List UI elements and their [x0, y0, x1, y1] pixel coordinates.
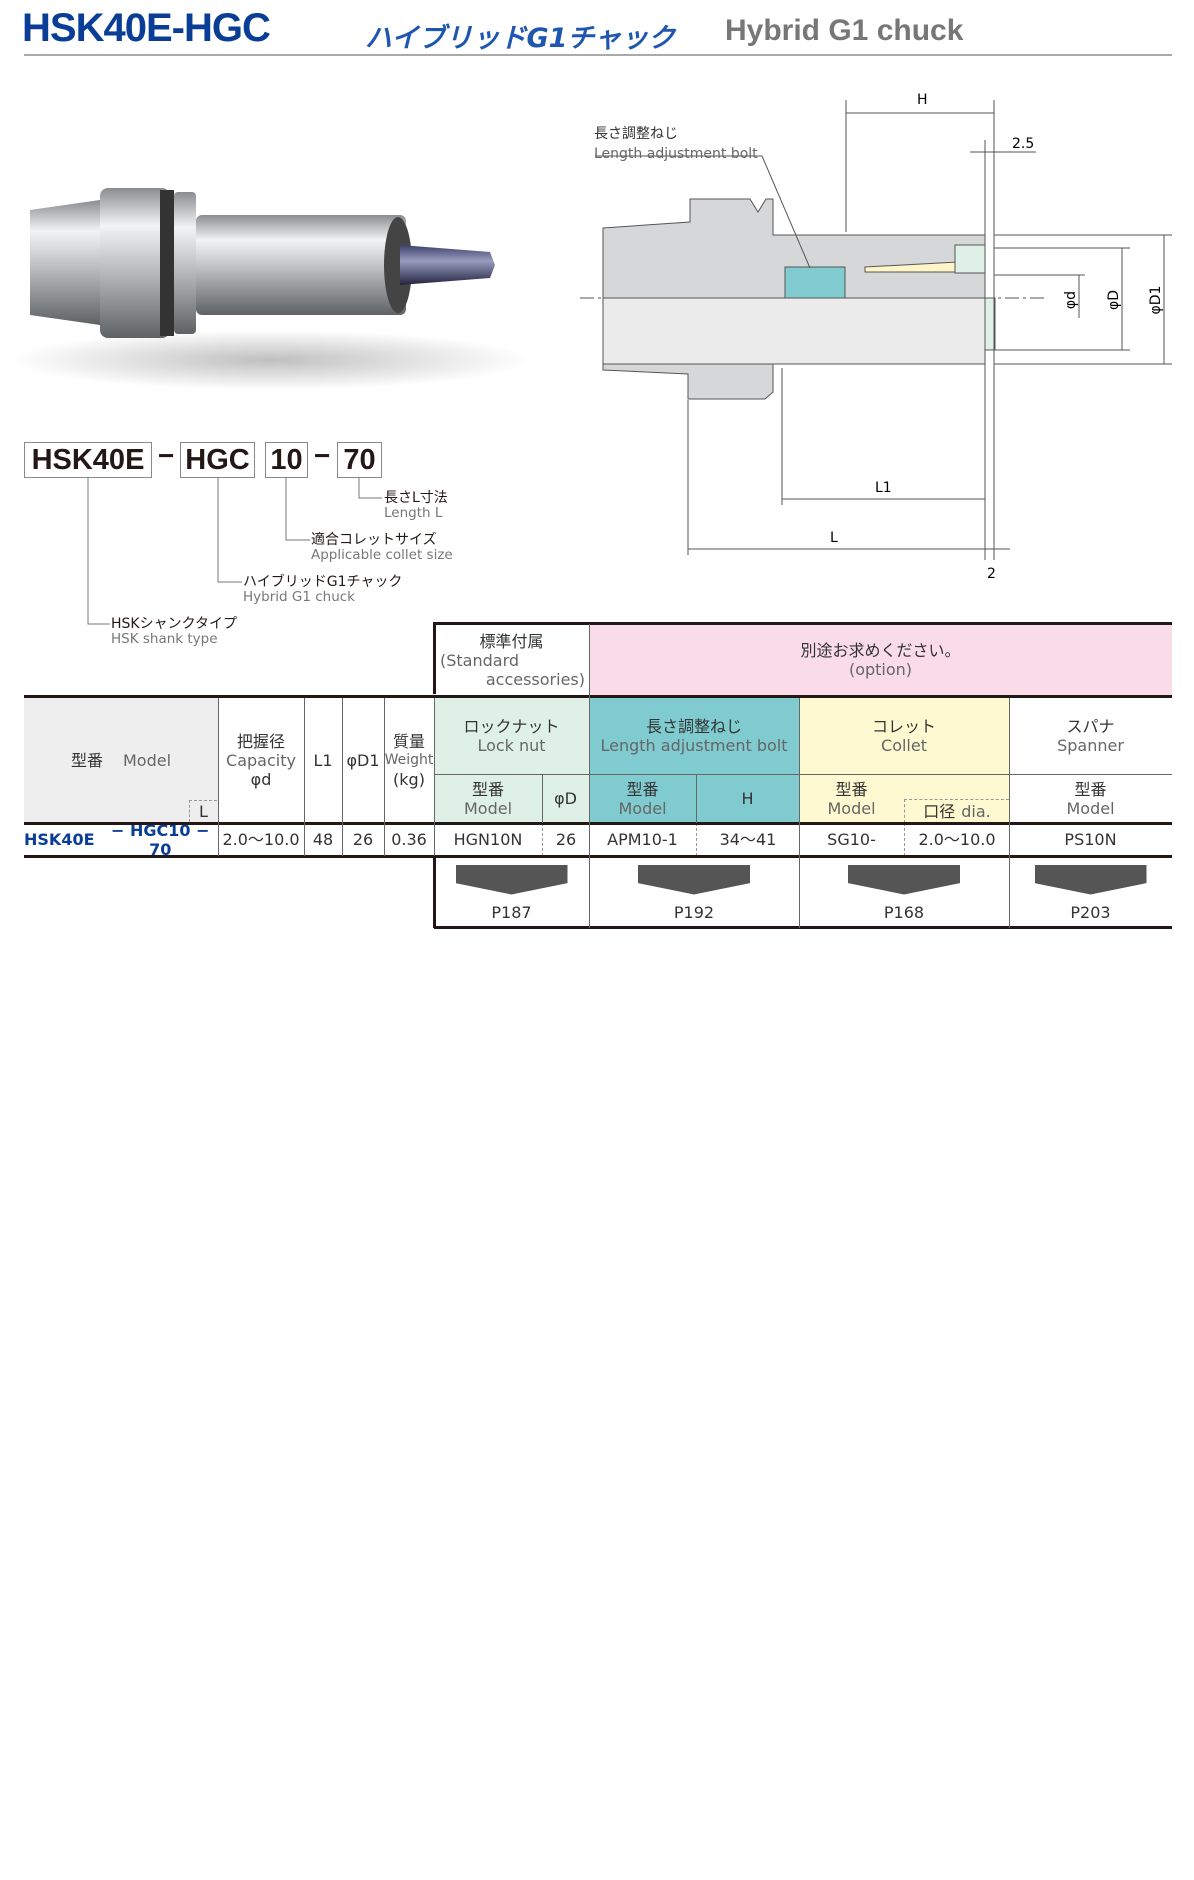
col-model-L: L: [189, 800, 217, 822]
dim-H: H: [917, 92, 928, 108]
dim-D1: φD1: [1148, 286, 1164, 315]
cell-collet-model: SG10-: [827, 830, 876, 849]
cell-bolt-model: APM10-1: [607, 830, 678, 849]
cell-nut-model: HGN10N: [453, 830, 523, 849]
cell-L1: 48: [312, 830, 334, 849]
code-leader-lines: [87, 478, 382, 625]
cell-spanner-model: PS10N: [1064, 830, 1117, 849]
page-title-en: Hybrid G1 chuck: [725, 14, 964, 47]
dim-2: 2: [987, 566, 996, 582]
std-accessories-header: 標準付属 (Standard accessories): [440, 631, 585, 689]
bolt-label-jp: 長さ調整ねじ: [594, 126, 678, 142]
cell-weight: 0.36: [391, 830, 427, 849]
code-sep: −: [158, 440, 175, 471]
col-D1: φD1: [346, 751, 380, 770]
bolt-H-header: H: [741, 789, 754, 808]
dim-L: L: [830, 530, 838, 546]
page-ref-locknut[interactable]: P187: [434, 858, 589, 928]
page-ref-spanner[interactable]: P203: [1009, 858, 1172, 928]
product-photo: [10, 188, 530, 390]
code-part-length: 70: [337, 442, 382, 478]
code-part-type: HGC: [180, 442, 255, 478]
locknut-D-header: φD: [554, 789, 577, 808]
cell-bolt-H: 34〜41: [696, 823, 799, 856]
page-title: HSK40E-HGC: [22, 6, 271, 50]
col-L1: L1: [313, 751, 333, 770]
page-title-jp: ハイブリッドG1チャック: [365, 23, 676, 54]
arrow-down-icon: [455, 864, 568, 895]
code-part-shank: HSK40E: [24, 442, 152, 478]
arrow-down-icon: [848, 864, 960, 895]
title-rule: [24, 54, 1172, 56]
dim-D: φD: [1106, 290, 1122, 310]
option-header: 別途お求めください。(option): [800, 641, 961, 679]
cell-collet-dia: 2.0〜10.0: [904, 823, 1009, 856]
arrow-down-icon: [1034, 864, 1147, 895]
code-sep: −: [314, 440, 331, 471]
dim-2-5: 2.5: [1012, 136, 1034, 152]
cross-section-diagram: H 2.5 L1 L 2 φd φD φD1 長さ調整ねじ Length adj…: [580, 92, 1172, 582]
cell-D1: 26: [352, 830, 374, 849]
arrow-down-icon: [638, 864, 750, 895]
cell-nut-D: 26: [542, 823, 589, 856]
cell-capacity: 2.0〜10.0: [222, 830, 300, 849]
table-row-model: HSK40E− HGC10 − 70: [24, 820, 210, 859]
dim-L1: L1: [875, 480, 892, 496]
page-ref-collet[interactable]: P168: [799, 858, 1009, 928]
page-ref-bolt[interactable]: P192: [589, 858, 799, 928]
dim-d: φd: [1063, 291, 1079, 309]
code-part-collet: 10: [265, 442, 308, 478]
bolt-label-en: Length adjustment bolt: [594, 146, 758, 162]
